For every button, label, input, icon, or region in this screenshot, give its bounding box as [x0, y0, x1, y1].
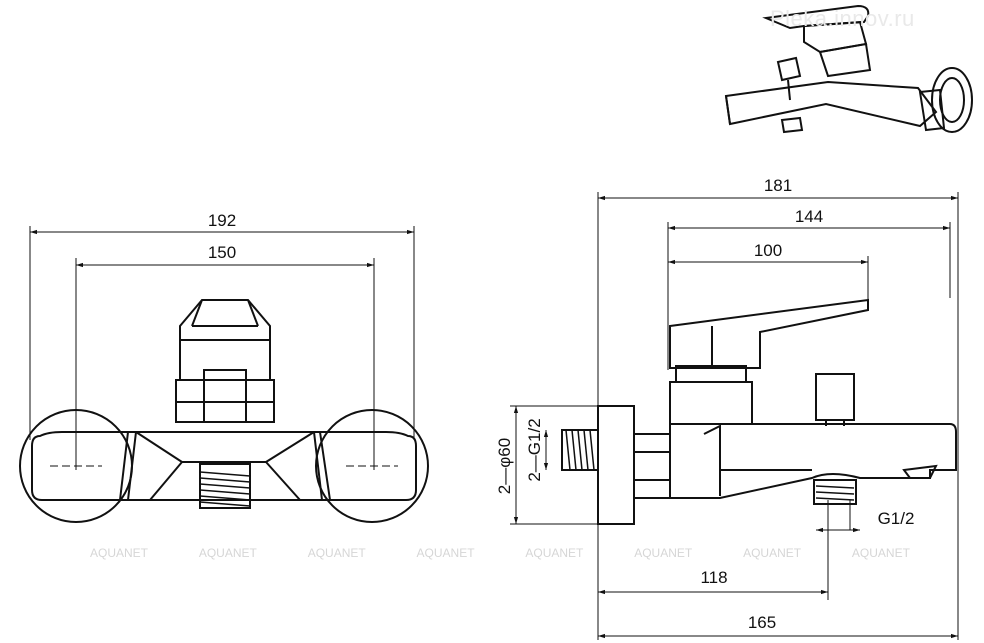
brand-watermark: AQUANET: [416, 546, 475, 560]
front-body: [31, 431, 138, 501]
front-extension-lines: [29, 226, 415, 470]
side-dim-g12-label: 2—G1/2: [525, 418, 544, 481]
side-dim-100-label: 100: [754, 241, 782, 260]
brand-watermark: AQUANET: [743, 546, 802, 560]
site-watermark: Pleka.innov.ru: [770, 6, 915, 31]
brand-watermark: AQUANET: [90, 546, 149, 560]
side-dim-144-label: 144: [795, 207, 823, 226]
brand-watermark: AQUANET: [307, 546, 366, 560]
side-extension-lines: [510, 192, 959, 640]
diverter-knob: [815, 373, 855, 421]
brand-watermark-row: AQUANET AQUANET AQUANET AQUANET AQUANET …: [90, 546, 910, 560]
brand-watermark: AQUANET: [525, 546, 584, 560]
side-view: [510, 192, 959, 640]
front-dim-192-label: 192: [208, 211, 236, 230]
front-dim-150-label: 150: [208, 243, 236, 262]
right-flange: [315, 409, 429, 523]
side-dim-118-label: 118: [700, 568, 727, 587]
brand-watermark: AQUANET: [634, 546, 693, 560]
perspective-sketch: [724, 4, 973, 134]
front-view: [19, 226, 429, 523]
side-dim-outlet-label: G1/2: [878, 509, 915, 528]
brand-watermark: AQUANET: [198, 546, 257, 560]
brand-watermark: AQUANET: [851, 546, 910, 560]
side-dim-60-label: 2—φ60: [495, 438, 514, 494]
side-dim-181-label: 181: [764, 176, 792, 195]
side-flange: [597, 405, 635, 525]
side-dim-165-label: 165: [748, 613, 776, 632]
side-lever: [669, 298, 869, 369]
